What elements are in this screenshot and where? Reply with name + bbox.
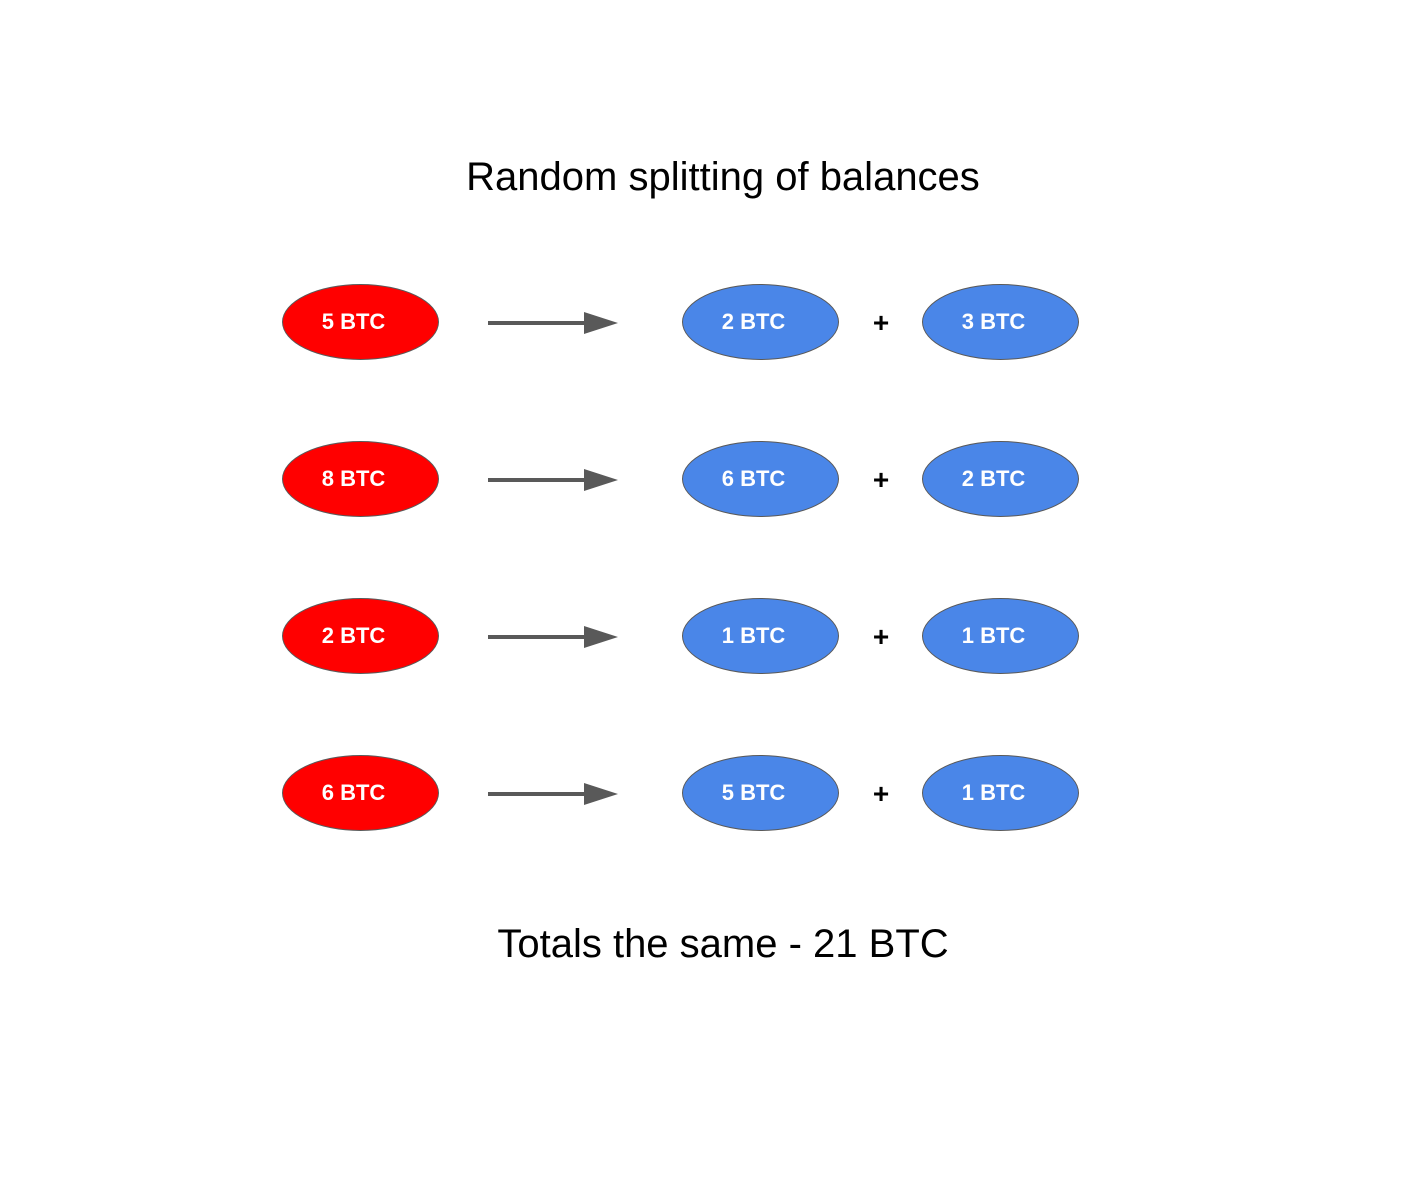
arrow-icon [488, 783, 618, 805]
split-part-b-oval: 1 BTC [922, 755, 1079, 831]
diagram-title: Random splitting of balances [466, 155, 980, 199]
split-part-a-oval: 2 BTC [682, 284, 839, 360]
plus-sign: + [872, 778, 890, 809]
plus-sign: + [872, 621, 890, 652]
split-part-a-oval: 5 BTC [682, 755, 839, 831]
split-part-b-oval: 2 BTC [922, 441, 1079, 517]
arrow-icon [488, 469, 618, 491]
source-balance-oval: 5 BTC [282, 284, 439, 360]
split-row: 6 BTC 5 BTC + 1 BTC [0, 754, 1416, 834]
arrow-icon [488, 312, 618, 334]
source-balance-oval: 2 BTC [282, 598, 439, 674]
plus-sign: + [872, 307, 890, 338]
source-balance-oval: 6 BTC [282, 755, 439, 831]
split-part-a-oval: 1 BTC [682, 598, 839, 674]
split-row: 2 BTC 1 BTC + 1 BTC [0, 597, 1416, 677]
split-part-b-oval: 3 BTC [922, 284, 1079, 360]
arrow-icon [488, 626, 618, 648]
split-row: 5 BTC 2 BTC + 3 BTC [0, 283, 1416, 363]
split-part-b-oval: 1 BTC [922, 598, 1079, 674]
plus-sign: + [872, 464, 890, 495]
source-balance-oval: 8 BTC [282, 441, 439, 517]
split-part-a-oval: 6 BTC [682, 441, 839, 517]
totals-caption: Totals the same - 21 BTC [497, 922, 949, 966]
split-row: 8 BTC 6 BTC + 2 BTC [0, 440, 1416, 520]
